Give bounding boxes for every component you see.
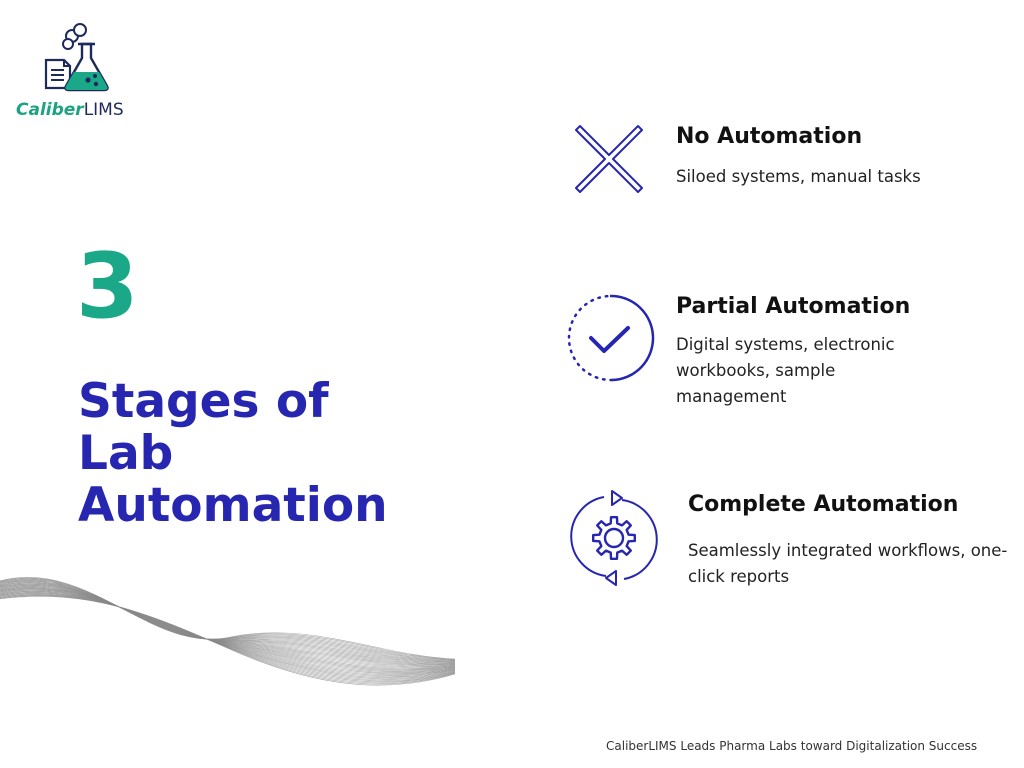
wave-line: [0, 589, 456, 674]
x-icon: [575, 125, 643, 193]
title-line-2: Lab: [78, 426, 174, 481]
wave-line: [0, 579, 456, 662]
stage-title-partial-automation: Partial Automation: [676, 294, 911, 319]
wave-line: [0, 580, 456, 662]
wave-line: [0, 581, 456, 663]
stage-desc-no-automation: Siloed systems, manual tasks: [676, 167, 921, 186]
wave-line: [0, 593, 456, 681]
gear-shape: [592, 516, 636, 560]
wave-line: [0, 577, 456, 660]
wave-line: [0, 594, 456, 683]
wave-line: [0, 595, 456, 685]
wave-line: [0, 596, 456, 686]
wave-line: [0, 577, 456, 660]
lab-flask-document-icon: [44, 23, 109, 92]
wave-line: [0, 592, 456, 680]
wave-line: [0, 593, 456, 682]
footer-tagline: CaliberLIMS Leads Pharma Labs toward Dig…: [606, 739, 978, 753]
wave-line: [0, 579, 456, 662]
gear-cycle-icon: [570, 490, 658, 586]
wave-line: [0, 591, 456, 678]
checkmark-circle-icon: [567, 294, 655, 382]
title-line-3: Automation: [78, 478, 388, 533]
stage-title-complete-automation: Complete Automation: [688, 492, 959, 517]
wave-line: [0, 589, 456, 673]
wave-line: [0, 587, 456, 671]
wave-line: [0, 595, 456, 684]
wave-line: [0, 590, 456, 676]
wave-line: [0, 588, 456, 672]
page-title: Stages of Lab Automation: [78, 376, 438, 532]
stage-count: 3: [76, 234, 139, 339]
stage-title-no-automation: No Automation: [676, 124, 863, 149]
wave-line: [0, 578, 456, 661]
brand-name-lims: LIMS: [83, 100, 124, 120]
wave-line: [0, 592, 456, 679]
title-line-1: Stages of: [78, 374, 329, 429]
wave-line: [0, 591, 456, 677]
brand-name-caliber: Caliber: [16, 100, 84, 120]
wave-line: [0, 587, 456, 671]
wave-line: [0, 578, 456, 661]
wave-line: [0, 586, 456, 669]
decorative-wave-lines: [0, 577, 456, 686]
stage-desc-complete-automation: Seamlessly integrated workflows, one-cli…: [688, 541, 1008, 586]
brand-logo: CaliberLIMS: [16, 22, 146, 122]
wave-line: [0, 590, 456, 675]
wave-line: [0, 580, 456, 663]
brand-wordmark: CaliberLIMS: [16, 100, 124, 120]
stage-desc-partial-automation: Digital systems, electronic workbooks, s…: [676, 335, 895, 406]
